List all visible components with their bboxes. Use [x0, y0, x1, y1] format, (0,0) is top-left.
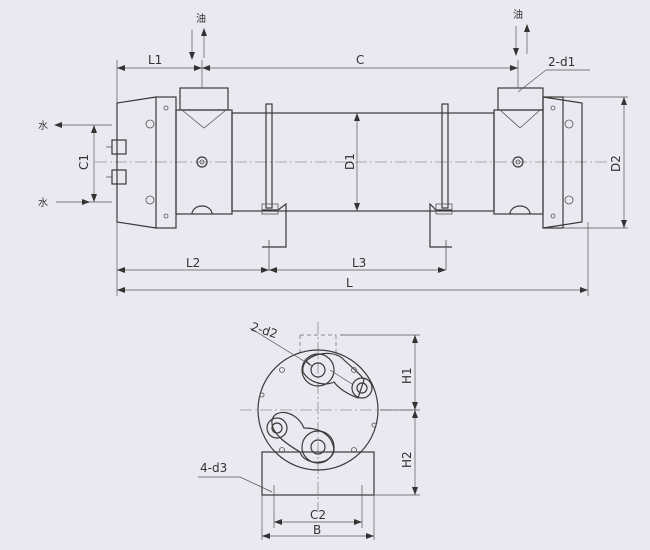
d2-dimension: [563, 96, 628, 229]
end-view: [240, 322, 420, 510]
left-flange: [155, 96, 177, 229]
d1-port-label: 2-d1: [548, 55, 575, 69]
d3-leader: [198, 476, 273, 493]
l-label: L: [346, 276, 353, 290]
height-dimensions: [340, 334, 420, 496]
water-inlet-label: 水: [38, 197, 48, 209]
d1-dimension: [354, 113, 360, 211]
d3-hole-label: 4-d3: [200, 461, 227, 475]
l2-label: L2: [186, 256, 200, 270]
d2-label: D2: [609, 155, 623, 172]
c2-label: C2: [310, 508, 326, 522]
side-view: [95, 87, 610, 270]
h1-label: H1: [400, 367, 414, 384]
top-dimensions: [116, 60, 590, 103]
oil-flow-arrows: [189, 24, 530, 60]
right-oil-port: [497, 87, 544, 111]
oil-inlet-label: 油: [196, 12, 206, 25]
oil-outlet-label: 油: [513, 8, 523, 21]
bottom-dimensions: [116, 222, 589, 296]
l3-label: L3: [352, 256, 366, 270]
left-oil-port: [179, 87, 229, 111]
c-label: C: [356, 53, 364, 67]
left-head: [116, 96, 157, 229]
mounting-base: [261, 451, 375, 496]
b-label: B: [313, 523, 321, 537]
h2-label: H2: [400, 451, 414, 468]
d2-leader: [249, 327, 353, 385]
d2-hole-label: 2-d2: [249, 320, 279, 342]
c1-dimension: [90, 124, 112, 203]
width-dimensions: [261, 485, 375, 540]
water-flow-arrows: [54, 122, 90, 205]
end-flange-circle: [257, 349, 379, 471]
d1-diameter-label: D1: [343, 153, 357, 170]
l1-label: L1: [148, 53, 162, 67]
right-flange: [542, 96, 564, 229]
water-outlet-label: 水: [38, 120, 48, 132]
c1-label: C1: [77, 154, 91, 170]
